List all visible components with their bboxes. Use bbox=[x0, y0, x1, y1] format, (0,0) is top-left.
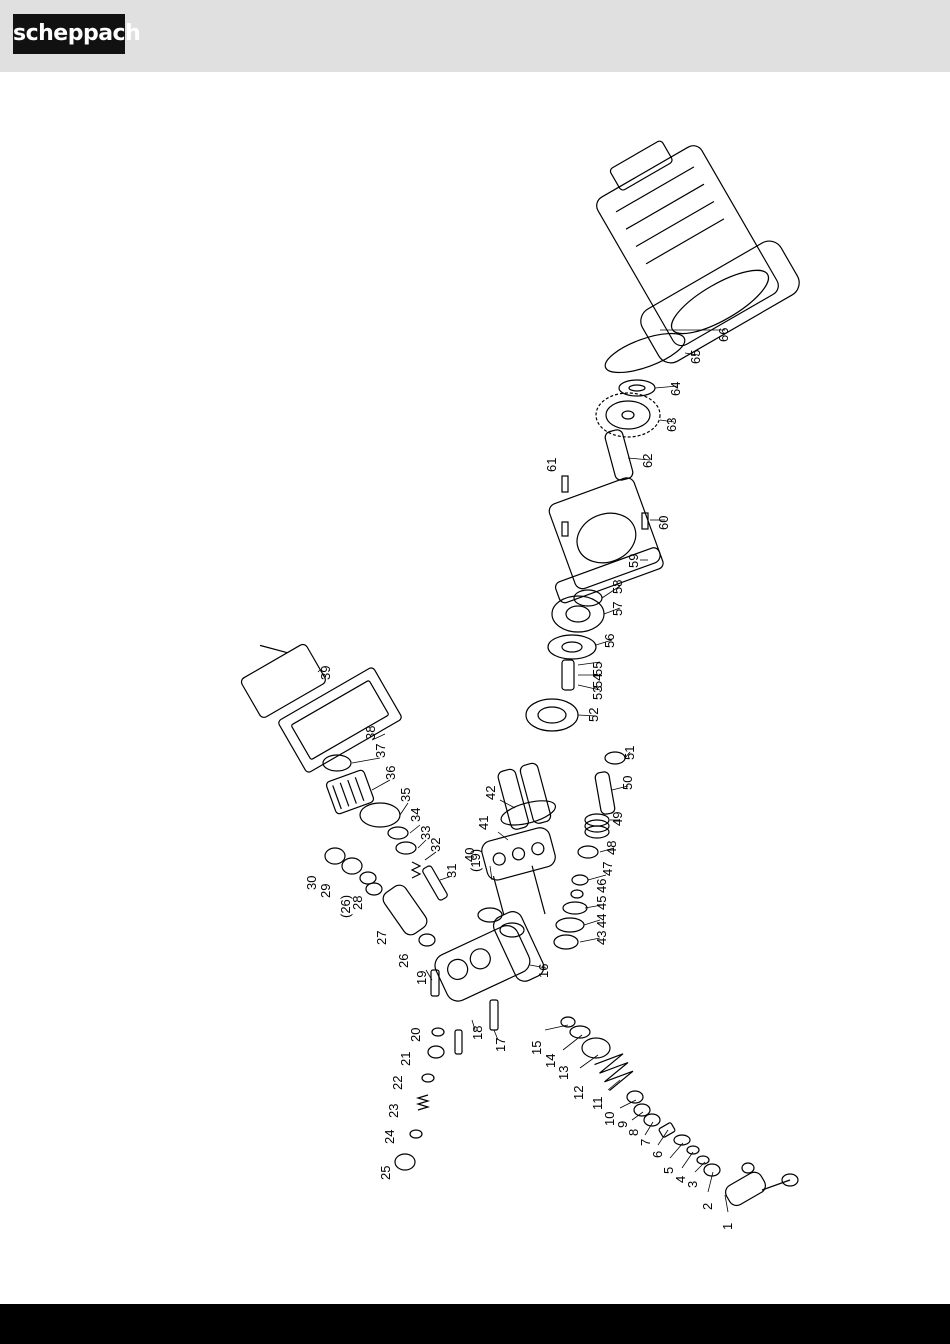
part-number-label: 65 bbox=[688, 350, 703, 364]
part-number-label: 7 bbox=[638, 1139, 653, 1146]
pressure-cap bbox=[325, 769, 374, 815]
part-number-label: 35 bbox=[398, 788, 413, 802]
part-number-label: 27 bbox=[374, 931, 389, 945]
part-number-label: 52 bbox=[586, 708, 601, 722]
scheppach-logo: scheppach bbox=[13, 14, 125, 54]
part-number-label: 62 bbox=[640, 454, 655, 468]
part-number-label: 17 bbox=[493, 1038, 508, 1052]
part-number-label: 39 bbox=[318, 666, 333, 680]
part-number-label: 61 bbox=[544, 458, 559, 472]
part-number-label: 10 bbox=[602, 1112, 617, 1126]
piston-group bbox=[489, 760, 559, 832]
part-number-label: 24 bbox=[382, 1130, 397, 1144]
part-number-label: 19 bbox=[414, 971, 429, 985]
pump-head bbox=[427, 908, 547, 1014]
part-number-label: 31 bbox=[444, 864, 459, 878]
part-number-label: 2 bbox=[700, 1203, 715, 1210]
part-number-label: 14 bbox=[543, 1054, 558, 1068]
part-number-label: 55 bbox=[590, 662, 605, 676]
part-number-label: 66 bbox=[716, 328, 731, 342]
part-number-label: 34 bbox=[408, 808, 423, 822]
part-number-label: 20 bbox=[408, 1028, 423, 1042]
part-number-label: 21 bbox=[398, 1052, 413, 1066]
part-number-label: 51 bbox=[622, 746, 637, 760]
part-number-label: 49 bbox=[610, 812, 625, 826]
part-number-label: 45 bbox=[594, 896, 609, 910]
part-number-label: 4 bbox=[673, 1176, 688, 1183]
part-number-label: 58 bbox=[610, 580, 625, 594]
part-number-label: 43 bbox=[594, 931, 609, 945]
part-number-label: 57 bbox=[610, 602, 625, 616]
valve-plate bbox=[480, 825, 570, 925]
main-bearing bbox=[552, 596, 604, 632]
part-number-label: 46 bbox=[594, 879, 609, 893]
part-number-label: 36 bbox=[383, 766, 398, 780]
part-number-label: 29 bbox=[318, 884, 333, 898]
part-number-label: 15 bbox=[529, 1041, 544, 1055]
part-number-label: 59 bbox=[626, 554, 641, 568]
part-number-label: 18 bbox=[470, 1026, 485, 1040]
part-number-labels: 1 2 3 4 5 6 7 8 9 10 11 12 13 14 15 16 1… bbox=[304, 328, 735, 1230]
part-number-label: 9 bbox=[615, 1121, 630, 1128]
injector-pipe bbox=[380, 882, 430, 938]
part-number-label: 40 bbox=[462, 848, 477, 862]
part-number-label: 6 bbox=[650, 1151, 665, 1158]
part-number-label: 42 bbox=[483, 786, 498, 800]
part-number-label: 37 bbox=[373, 744, 388, 758]
part-number-label: 47 bbox=[600, 862, 615, 876]
top-cover bbox=[230, 625, 327, 719]
swash-plate bbox=[526, 699, 578, 731]
part-number-label: 38 bbox=[363, 726, 378, 740]
part-number-label: 26 bbox=[396, 954, 411, 968]
part-number-label: 28 bbox=[350, 896, 365, 910]
part-number-label: 30 bbox=[304, 876, 319, 890]
part-number-label: 56 bbox=[602, 634, 617, 648]
part-number-label: 1 bbox=[720, 1223, 735, 1230]
pump-housing bbox=[528, 476, 665, 605]
leader-lines bbox=[318, 330, 728, 1212]
part-number-label: 8 bbox=[626, 1129, 641, 1136]
part-number-label: 48 bbox=[604, 841, 619, 855]
part-number-label: 60 bbox=[656, 516, 671, 530]
part-number-label: 50 bbox=[620, 776, 635, 790]
part-number-label: 22 bbox=[390, 1076, 405, 1090]
part-number-label: 12 bbox=[571, 1086, 586, 1100]
part-number-label: 5 bbox=[661, 1167, 676, 1174]
exploded-parts-diagram: 1 2 3 4 5 6 7 8 9 10 11 12 13 14 15 16 1… bbox=[0, 72, 950, 1304]
part-number-label: 16 bbox=[536, 964, 551, 978]
part-number-label: 13 bbox=[556, 1066, 571, 1080]
part-number-label: 11 bbox=[590, 1097, 605, 1111]
outlet-fitting bbox=[723, 1169, 769, 1208]
header-bar: scheppach bbox=[0, 0, 950, 72]
part-number-label: 64 bbox=[668, 382, 683, 396]
part-number-label: 41 bbox=[476, 816, 491, 830]
part-number-label: 44 bbox=[594, 914, 609, 928]
footer-bar bbox=[0, 1304, 950, 1344]
part-number-label: 33 bbox=[418, 826, 433, 840]
part-number-label: 23 bbox=[386, 1104, 401, 1118]
part-number-label: 25 bbox=[378, 1166, 393, 1180]
part-number-label: 63 bbox=[664, 418, 679, 432]
o-ring bbox=[601, 325, 690, 380]
